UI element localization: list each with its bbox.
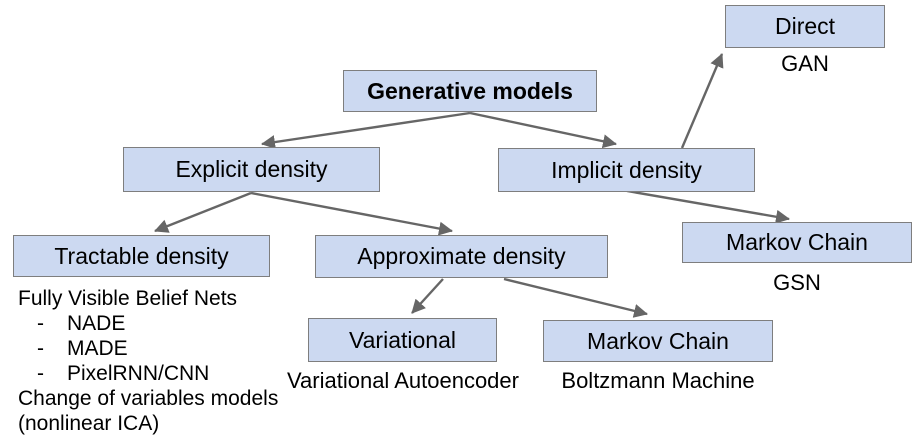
edge-approximate-to-markov-bottom <box>503 277 648 318</box>
node-markov-chain-bottom: Markov Chain <box>543 320 773 362</box>
edge-implicit-to-markov-right <box>626 189 790 224</box>
bullet-dash: - <box>37 362 44 385</box>
note-bullet-text: PixelRNN/CNN <box>67 362 210 385</box>
label-variational-autoencoder: Variational Autoencoder <box>287 368 519 393</box>
node-direct: Direct <box>725 5 885 48</box>
node-variational: Variational <box>308 318 497 362</box>
label-gsn: GSN <box>773 270 821 295</box>
note-title: Fully Visible Belief Nets <box>18 287 238 310</box>
note-bullet-nade: -NADE <box>18 311 298 336</box>
note-bullet-made: -MADE <box>18 336 298 361</box>
node-implicit-density: Implicit density <box>498 148 755 192</box>
edge-implicit-to-direct <box>680 53 724 149</box>
edge-generative-to-implicit <box>469 111 617 149</box>
label-boltzmann-machine: Boltzmann Machine <box>561 368 755 393</box>
edge-explicit-to-approximate <box>250 191 453 236</box>
node-explicit-density: Explicit density <box>123 147 380 192</box>
note-footer-line2: (nonlinear ICA) <box>18 412 160 435</box>
node-tractable-density: Tractable density <box>13 235 270 277</box>
note-footer-line1: Change of variables models <box>18 387 279 410</box>
tractable-notes: Fully Visible Belief Nets -NADE -MADE -P… <box>18 286 298 436</box>
label-gan: GAN <box>781 51 829 76</box>
edge-explicit-to-tractable <box>154 191 252 233</box>
note-bullet-text: NADE <box>67 312 126 335</box>
edge-approximate-to-variational <box>411 278 444 314</box>
node-generative-models: Generative models <box>343 70 597 112</box>
edge-generative-to-explicit <box>261 111 471 150</box>
note-bullet-text: MADE <box>67 337 128 360</box>
node-markov-chain-right: Markov Chain <box>682 222 912 263</box>
node-approximate-density: Approximate density <box>315 235 608 278</box>
bullet-dash: - <box>37 312 44 335</box>
note-bullet-pixelrnn: -PixelRNN/CNN <box>18 361 298 386</box>
bullet-dash: - <box>37 337 44 360</box>
